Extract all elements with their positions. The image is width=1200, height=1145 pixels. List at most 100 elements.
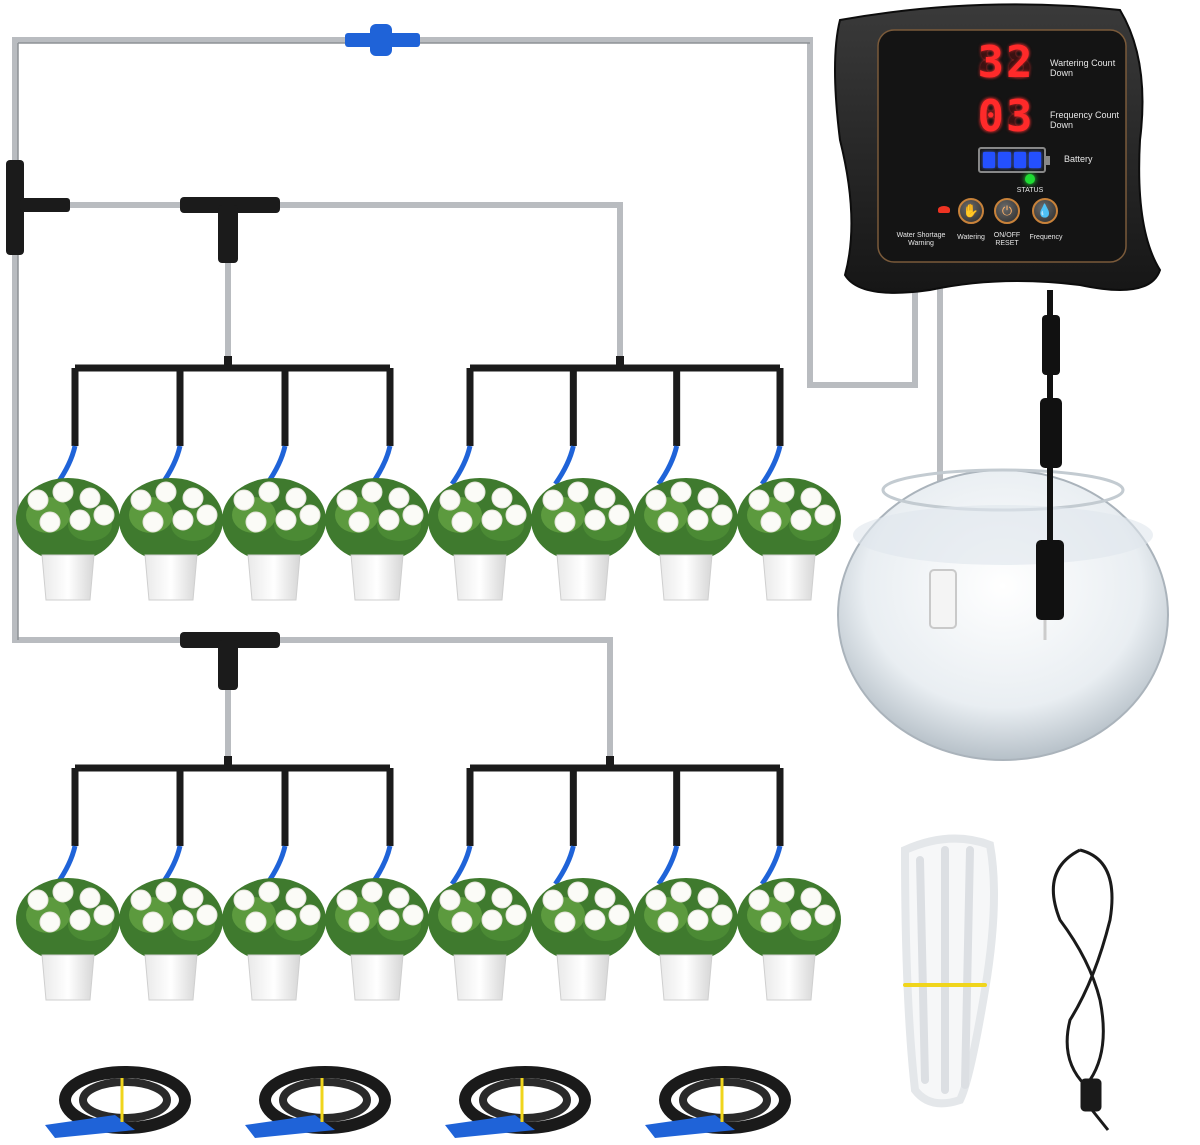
power-icon: ⏻ — [1001, 203, 1013, 218]
drip-stake — [553, 445, 576, 486]
plant-pot — [325, 878, 429, 1001]
white-flower — [93, 904, 115, 926]
white-flower — [439, 889, 461, 911]
white-tubing-bundle — [900, 834, 998, 1108]
blue-stakes — [45, 1115, 135, 1138]
white-flower — [790, 909, 812, 931]
white-flower — [748, 889, 770, 911]
manifold — [449, 756, 784, 886]
white-flower — [814, 504, 836, 526]
white-flower — [608, 904, 630, 926]
white-pot — [144, 954, 198, 1001]
white-pot — [247, 954, 301, 1001]
hose-coil — [445, 1066, 591, 1138]
white-flower — [172, 909, 194, 931]
white-flower — [93, 504, 115, 526]
white-flower — [657, 511, 679, 533]
white-pot — [762, 954, 816, 1001]
plant-pot — [428, 478, 532, 601]
white-pot — [350, 554, 404, 601]
frequency-button-label: Frequency — [1029, 234, 1063, 241]
white-flower — [130, 889, 152, 911]
white-flower — [594, 487, 616, 509]
white-flower — [790, 509, 812, 531]
white-flower — [505, 504, 527, 526]
white-flower — [584, 909, 606, 931]
white-flower — [687, 909, 709, 931]
watering-countdown-value: 32 — [977, 36, 1035, 88]
water-shortage-led — [938, 206, 950, 213]
white-flower — [645, 489, 667, 511]
hose-coil — [45, 1066, 191, 1138]
white-flower — [378, 909, 400, 931]
white-flower — [481, 909, 503, 931]
drip-stake — [449, 845, 473, 886]
white-flower — [361, 881, 383, 903]
white-flower — [388, 487, 410, 509]
silver-tubing — [12, 37, 943, 768]
white-flower — [39, 911, 61, 933]
black-hose-inner — [279, 1078, 371, 1122]
white-flower — [697, 887, 719, 909]
plant-pot — [634, 478, 738, 601]
white-flower — [687, 509, 709, 531]
controller-panel: 88 32 Wartering Count Down 88 03 Frequen… — [888, 32, 1128, 260]
white-pot — [556, 954, 610, 1001]
power-cord — [1051, 848, 1114, 1131]
white-flower — [645, 889, 667, 911]
plant-pot — [737, 878, 841, 1001]
white-flower — [505, 904, 527, 926]
white-flower — [670, 481, 692, 503]
watering-button-label: Watering — [957, 234, 985, 241]
white-flower — [378, 509, 400, 531]
white-flower — [39, 511, 61, 533]
white-pot — [350, 954, 404, 1001]
onoff-reset-button[interactable]: ⏻ — [994, 198, 1020, 224]
white-flower — [814, 904, 836, 926]
white-flower — [142, 511, 164, 533]
frequency-drop-icon: 💧 — [1036, 203, 1054, 218]
white-pot — [453, 554, 507, 601]
status-label: STATUS — [1016, 187, 1044, 194]
frequency-countdown-value: 03 — [977, 90, 1035, 142]
plant-pot — [119, 478, 223, 601]
plant-pot — [119, 878, 223, 1001]
white-flower — [275, 909, 297, 931]
white-flower — [800, 887, 822, 909]
white-flower — [800, 487, 822, 509]
white-flower — [348, 511, 370, 533]
watering-countdown-label: Wartering Count Down — [1050, 58, 1116, 78]
watering-button[interactable]: ✋ — [958, 198, 984, 224]
white-pot — [659, 954, 713, 1001]
white-flower — [299, 504, 321, 526]
white-flower — [27, 489, 49, 511]
white-flower — [439, 489, 461, 511]
white-flower — [196, 504, 218, 526]
frequency-countdown-display: 88 03 — [977, 90, 1035, 142]
water-bowl — [837, 468, 1169, 761]
white-flower — [464, 481, 486, 503]
white-flower — [670, 881, 692, 903]
white-pot — [41, 554, 95, 601]
blue-stakes — [645, 1115, 735, 1138]
white-flower — [142, 911, 164, 933]
white-flower — [285, 487, 307, 509]
white-flower — [748, 489, 770, 511]
white-flower — [773, 881, 795, 903]
drip-manifolds — [54, 356, 784, 886]
white-flower — [711, 504, 733, 526]
plant-pot — [531, 478, 635, 601]
manifold — [449, 356, 784, 486]
white-pot — [453, 954, 507, 1001]
onoff-button-label: ON/OFF RESET — [993, 232, 1021, 247]
drip-stake — [759, 845, 783, 886]
white-flower — [554, 511, 576, 533]
white-pot — [556, 554, 610, 601]
white-flower — [233, 489, 255, 511]
white-flower — [130, 489, 152, 511]
white-pot — [41, 954, 95, 1001]
frequency-button[interactable]: 💧 — [1032, 198, 1058, 224]
white-flower — [172, 509, 194, 531]
hose-coil — [245, 1066, 391, 1138]
